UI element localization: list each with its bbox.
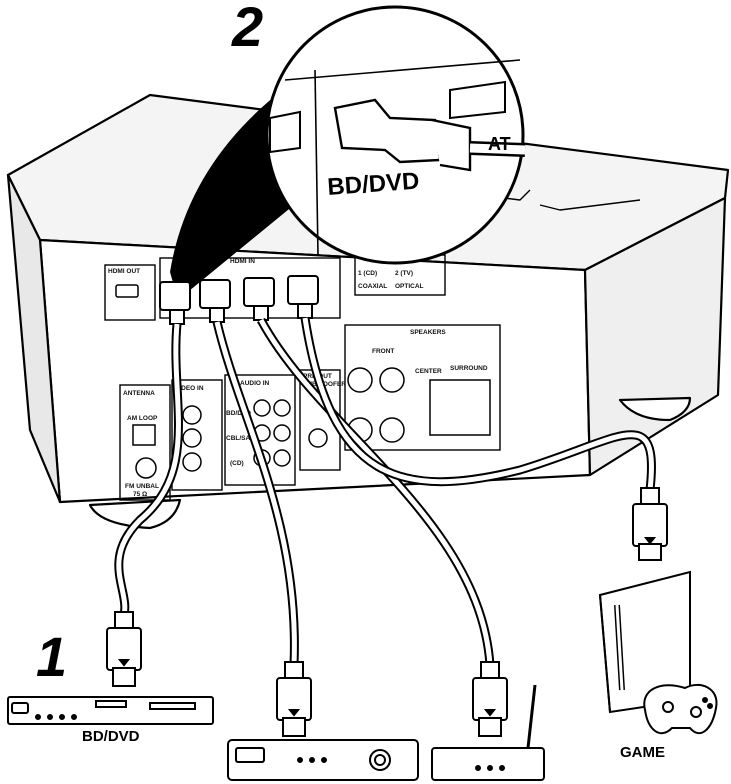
step-two-number: 2 (232, 0, 263, 58)
optical-label: OPTICAL (395, 283, 424, 290)
center-label: CENTER (415, 368, 442, 375)
audio-in-box (224, 374, 296, 486)
fm-jack (135, 457, 157, 479)
game-controller (643, 683, 718, 735)
hdmi-plug-4 (287, 275, 319, 305)
hdmi-plug-3-neck (253, 305, 269, 321)
audio-jack-1 (253, 399, 271, 417)
game-console (598, 570, 691, 714)
cbl-sat-box (227, 739, 419, 781)
audio-jack-6 (273, 449, 291, 467)
receiver-side-face (6, 173, 62, 504)
subwoofer-jack (308, 428, 328, 448)
hdmi-in-label: HDMI IN (230, 258, 255, 265)
callout-hdmi-port-right (449, 80, 506, 120)
video-jack-1 (182, 405, 202, 425)
hdmi-plug-1-neck (169, 309, 185, 325)
speakers-box (344, 324, 501, 451)
hdmi-plug-2 (199, 279, 231, 309)
callout-bd-dvd-label: BD/DVD (327, 168, 421, 201)
video-in-label: VIDEO IN (175, 385, 204, 392)
audio-jack-4 (273, 424, 291, 442)
hdmi-out-box (104, 264, 156, 321)
antenna-box (119, 384, 171, 501)
speaker-terminal-block (429, 379, 491, 436)
bd-dvd-player (7, 696, 214, 725)
input-cbl-label: CBL/SAT (226, 435, 254, 442)
game-label: GAME (620, 744, 665, 761)
plug-end-streaming (472, 661, 508, 737)
ohm-label: 75 Ω (133, 491, 147, 498)
audio-in-label: AUDIO IN (240, 380, 270, 387)
zoom-callout (265, 5, 526, 265)
callout-partial-label: AT (488, 134, 511, 154)
am-loop-label: AM LOOP (127, 415, 158, 422)
plug-end-cbl-sat (276, 661, 312, 737)
hdmi-plug-4-neck (297, 303, 313, 319)
speakers-label: SPEAKERS (410, 329, 446, 336)
step-one-number: 1 (36, 625, 67, 688)
hdmi-cables (114, 317, 656, 666)
input-bd-label: BD/DVD (226, 410, 251, 417)
speaker-post-2 (379, 367, 405, 393)
front-label: FRONT (372, 348, 394, 355)
bd-dvd-label: BD/DVD (82, 728, 140, 745)
input-cd-label: (CD) (230, 460, 244, 467)
audio-jack-2 (273, 399, 291, 417)
surround-label: SURROUND (450, 365, 488, 372)
hdmi-plug-3 (243, 277, 275, 307)
receiver-right-face (583, 196, 727, 477)
hdmi-plug-2-neck (209, 307, 225, 323)
video-in-box (171, 379, 223, 491)
video-jack-3 (182, 452, 202, 472)
fm-label: FM UNBAL (125, 483, 159, 490)
plug-ends (106, 487, 668, 737)
video-jack-2 (182, 428, 202, 448)
panel-hdmi-plugs (159, 275, 319, 325)
speaker-post-4 (379, 417, 405, 443)
plug-end-game (632, 487, 668, 561)
coaxial-label: COAXIAL (358, 283, 387, 290)
antenna-label: ANTENNA (123, 390, 155, 397)
am-loop-terminal (132, 424, 156, 446)
hdmi-out-label: HDMI OUT (108, 268, 140, 275)
callout-hdmi-port-left (269, 110, 301, 154)
port-cd-label: 1 (CD) (358, 270, 377, 277)
hdmi-plug-1 (159, 281, 191, 311)
hdmi-out-port (115, 284, 139, 298)
receiver-foot-right (618, 396, 692, 422)
network-box (431, 684, 545, 781)
plug-end-bd-dvd (106, 611, 142, 687)
port-tv-label: 2 (TV) (395, 270, 413, 277)
speaker-post-1 (347, 367, 373, 393)
